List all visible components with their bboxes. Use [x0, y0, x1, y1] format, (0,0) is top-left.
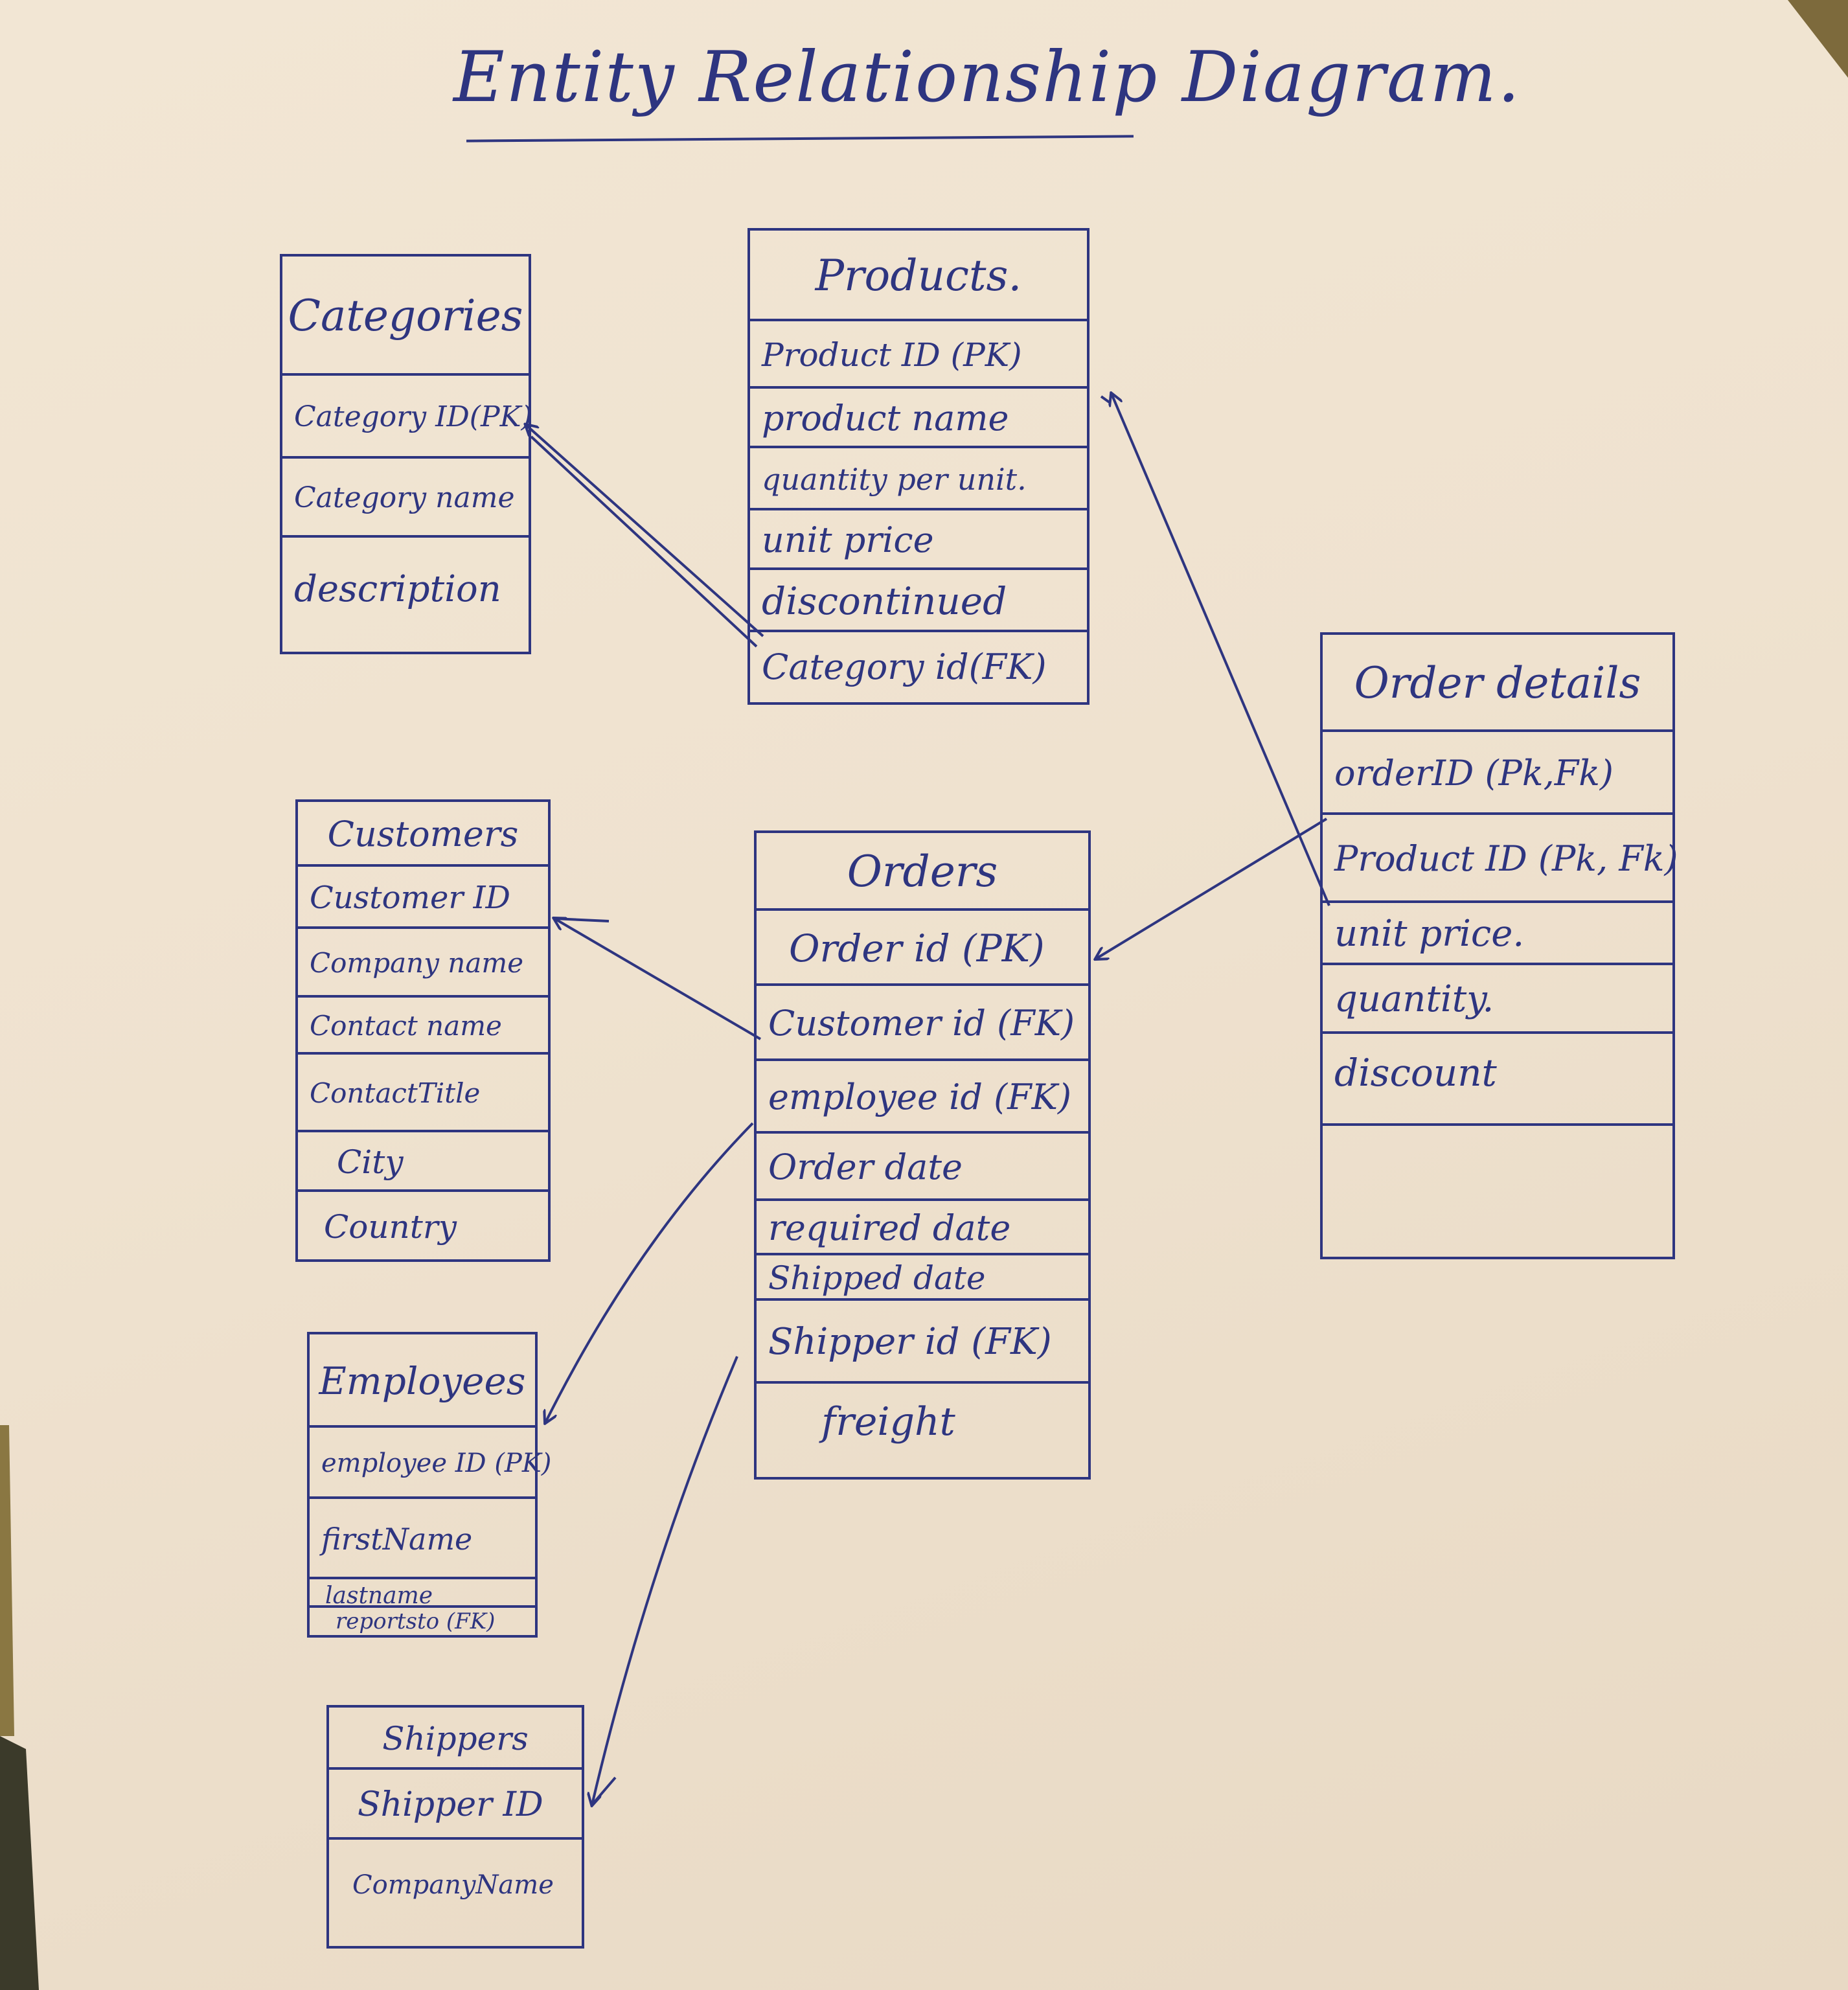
attribute-row: ContactTitle [298, 1055, 548, 1132]
entity-shippers: Shippers Shipper ID CompanyName [326, 1705, 584, 1949]
attribute-row: firstName [310, 1499, 535, 1579]
entity-header: Categories [282, 257, 529, 376]
attribute-row: Company name [298, 929, 548, 998]
attribute-row: unit price [750, 510, 1087, 570]
attribute-row: reportsto (FK) [336, 1608, 496, 1634]
entity-header: Shippers [329, 1708, 582, 1770]
entity-customers: Customers Customer ID Company name Conta… [295, 799, 551, 1262]
attribute-row: product name [750, 389, 1087, 448]
attribute-row: quantity per unit. [750, 448, 1087, 510]
attribute-row: Shipper ID [329, 1770, 582, 1840]
attribute-row-empty [1323, 1126, 1672, 1257]
attribute-row: description [294, 568, 501, 610]
attribute-row: freight [821, 1399, 955, 1445]
attribute-row: Country [324, 1208, 457, 1246]
attribute-row: CompanyName [352, 1870, 554, 1900]
diagram-title: Entity Relationship Diagram. [453, 37, 1522, 118]
attribute-row: Order id (PK) [757, 911, 1088, 986]
attribute-row: Shipper id (FK) [757, 1301, 1088, 1384]
attribute-row: Category id(FK) [762, 646, 1047, 687]
attribute-row: lastname [310, 1579, 535, 1609]
attribute-row: quantity. [1323, 965, 1672, 1034]
attribute-row: employee id (FK) [757, 1061, 1088, 1134]
attribute-row: discount [1323, 1034, 1672, 1126]
attribute-row: Contact name [298, 998, 548, 1055]
attribute-row: Category ID(PK) [282, 376, 532, 459]
entity-categories: Categories Category ID(PK) Category name… [280, 254, 532, 654]
attribute-row: Category name [282, 459, 529, 538]
attribute-row: required date [757, 1201, 1088, 1255]
attribute-row: Product ID (PK) [750, 321, 1087, 389]
entity-header: Products. [750, 231, 1087, 321]
attribute-row: City [298, 1132, 548, 1192]
entity-header: Orders [757, 833, 1088, 911]
attribute-row: unit price. [1323, 903, 1672, 965]
entity-order-details: Order details orderID (Pk,Fk) Product ID… [1320, 632, 1678, 1259]
attribute-row: Customer ID [298, 867, 548, 929]
entity-header: Customers [298, 802, 548, 867]
attribute-row: discontinued [750, 570, 1087, 632]
attribute-row: employee ID (PK) [310, 1428, 551, 1499]
entity-orders: Orders Order id (PK) Customer id (FK) em… [754, 830, 1091, 1480]
attribute-row: Customer id (FK) [757, 986, 1088, 1061]
attribute-row: orderID (Pk,Fk) [1323, 732, 1672, 815]
entity-products: Products. Product ID (PK) product name q… [747, 228, 1089, 705]
entity-header: Employees [310, 1334, 535, 1428]
attribute-row: Shipped date [757, 1255, 1088, 1301]
attribute-row: Order date [757, 1134, 1088, 1201]
attribute-row: Product ID (Pk, Fk) [1323, 815, 1678, 903]
entity-header: Order details [1323, 635, 1672, 732]
entity-employees: Employees employee ID (PK) firstName las… [307, 1332, 551, 1638]
